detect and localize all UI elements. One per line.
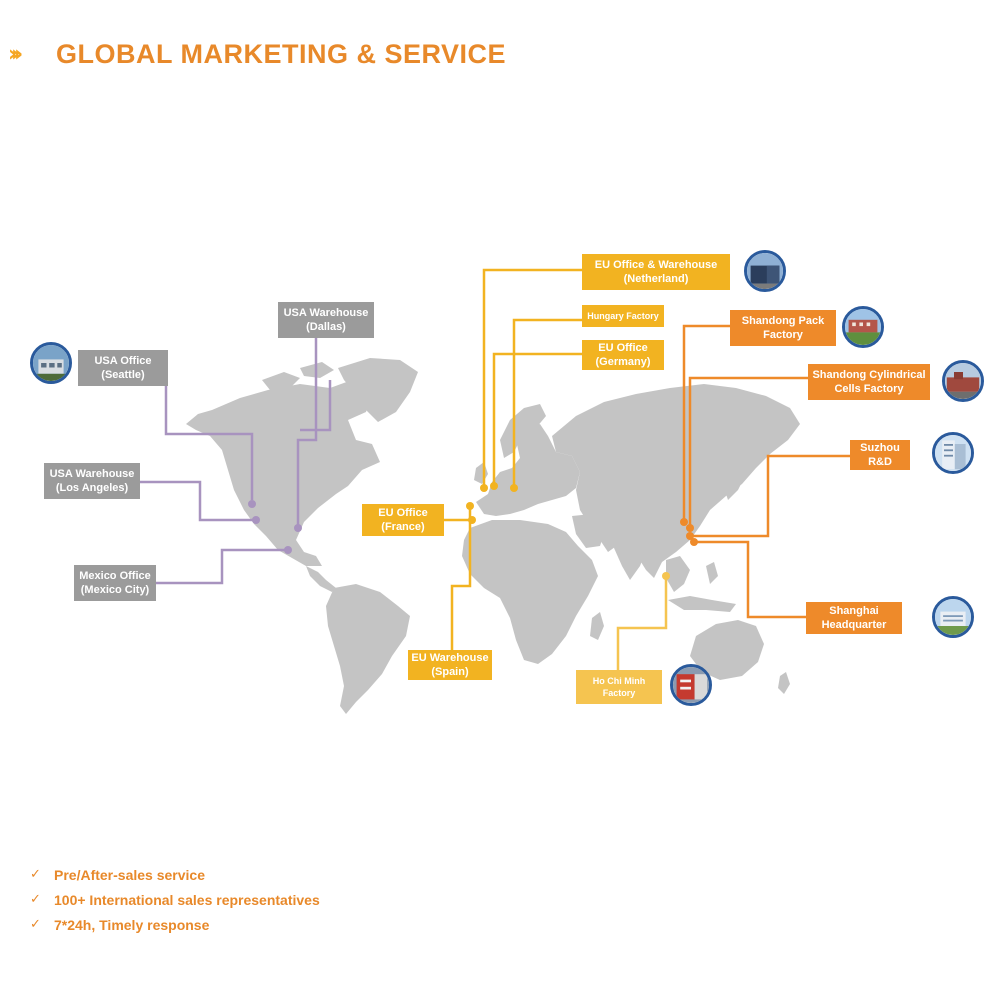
feature-list: ✓ Pre/After-sales service ✓ 100+ Interna… xyxy=(30,862,320,937)
connector-dallas-branch xyxy=(300,380,332,432)
africa-landmass xyxy=(462,520,598,664)
marker-netherland xyxy=(480,484,488,492)
marker-mexico xyxy=(284,546,292,554)
scandinavia-landmass xyxy=(500,404,546,458)
connector-mexico xyxy=(156,548,288,585)
feature-text: 7*24h, Timely response xyxy=(54,916,210,933)
checkmark-icon: ✓ xyxy=(30,867,41,882)
marker-germany xyxy=(490,482,498,490)
connector-shandong-cells xyxy=(688,376,808,526)
marker-seattle xyxy=(248,500,256,508)
label-eu-office-germany: EU Office (Germany) xyxy=(582,340,664,370)
marker-dallas xyxy=(294,524,302,532)
label-mexico-office: Mexico Office (Mexico City) xyxy=(74,565,156,601)
photo-ho-chi-minh-factory xyxy=(670,664,712,706)
label-suzhou-rd: Suzhou R&D xyxy=(850,440,910,470)
north-america-landmass xyxy=(186,380,380,566)
photo-shandong-pack-factory xyxy=(842,306,884,348)
marker-ho-chi-minh xyxy=(662,572,670,580)
india-landmass xyxy=(614,530,648,580)
checkmark-icon: ✓ xyxy=(30,892,41,907)
marker-france xyxy=(468,516,476,524)
label-shandong-cells-factory: Shandong Cylindrical Cells Factory xyxy=(808,364,930,400)
photo-shanghai-headquarter xyxy=(932,596,974,638)
philippines-landmass xyxy=(706,562,718,584)
indonesia-landmass xyxy=(668,596,736,612)
label-usa-warehouse-los-angeles: USA Warehouse (Los Angeles) xyxy=(44,463,140,499)
label-usa-warehouse-dallas: USA Warehouse (Dallas) xyxy=(278,302,374,338)
greenland-landmass xyxy=(338,358,418,422)
asia-markers xyxy=(662,518,698,580)
europe-markers xyxy=(466,482,518,524)
connector-dallas xyxy=(296,338,318,526)
connector-los-angeles xyxy=(140,480,256,522)
americas-markers xyxy=(248,500,302,554)
photo-shandong-cells-factory xyxy=(942,360,984,402)
europe-landmass xyxy=(476,424,580,516)
label-ho-chi-minh-factory: Ho Chi Minh Factory xyxy=(576,670,662,704)
label-shanghai-headquarter: Shanghai Headquarter xyxy=(806,602,902,634)
asia-landmass xyxy=(552,384,800,578)
checkmark-icon: ✓ xyxy=(30,917,41,932)
page-header: ››› GLOBAL MARKETING & SERVICE xyxy=(8,34,506,74)
marker-spain xyxy=(466,502,474,510)
connector-shanghai xyxy=(694,540,806,619)
marker-los-angeles xyxy=(252,516,260,524)
southeast-asia-landmass xyxy=(666,556,690,592)
americas-connectors xyxy=(140,338,332,585)
arabia-landmass xyxy=(572,514,606,548)
photo-seattle-office xyxy=(30,342,72,384)
label-shandong-pack-factory: Shandong Pack Factory xyxy=(730,310,836,346)
madagascar-landmass xyxy=(590,612,604,640)
label-eu-warehouse-spain: EU Warehouse (Spain) xyxy=(408,650,492,680)
new-zealand-landmass xyxy=(778,672,790,694)
page-title: GLOBAL MARKETING & SERVICE xyxy=(56,38,507,69)
chevron-arrows-icon: ››› xyxy=(8,41,23,67)
connector-shandong-pack xyxy=(682,324,730,520)
connector-ho-chi-minh xyxy=(616,576,668,672)
label-eu-office-netherland: EU Office & Warehouse (Netherland) xyxy=(582,254,730,290)
connector-seattle xyxy=(164,368,254,500)
continents xyxy=(186,358,800,714)
connector-germany xyxy=(492,352,582,486)
feature-item: ✓ Pre/After-sales service xyxy=(30,862,320,887)
marker-shanghai xyxy=(690,538,698,546)
europe-connectors xyxy=(444,268,582,650)
connector-hungary xyxy=(512,318,582,488)
label-hungary-factory: Hungary Factory xyxy=(582,305,664,327)
connector-netherland xyxy=(482,268,582,488)
feature-text: Pre/After-sales service xyxy=(54,866,205,883)
marker-shandong-pack xyxy=(680,518,688,526)
japan-landmass xyxy=(724,460,746,500)
marker-shandong-cells xyxy=(686,524,694,532)
photo-suzhou-rd xyxy=(932,432,974,474)
uk-landmass xyxy=(474,462,488,484)
label-eu-office-france: EU Office (France) xyxy=(362,504,444,536)
label-usa-office-seattle: USA Office (Seattle) xyxy=(78,350,168,386)
feature-item: ✓ 100+ International sales representativ… xyxy=(30,887,320,912)
connector-spain xyxy=(450,508,472,650)
australia-landmass xyxy=(690,620,764,680)
asia-connectors xyxy=(616,324,850,672)
marker-suzhou xyxy=(686,532,694,540)
marker-hungary xyxy=(510,484,518,492)
central-america-landmass xyxy=(306,566,336,592)
south-america-landmass xyxy=(326,584,410,714)
feature-item: ✓ 7*24h, Timely response xyxy=(30,912,320,937)
feature-text: 100+ International sales representatives xyxy=(54,891,320,908)
connector-suzhou xyxy=(690,454,850,538)
photo-netherland-warehouse xyxy=(744,250,786,292)
